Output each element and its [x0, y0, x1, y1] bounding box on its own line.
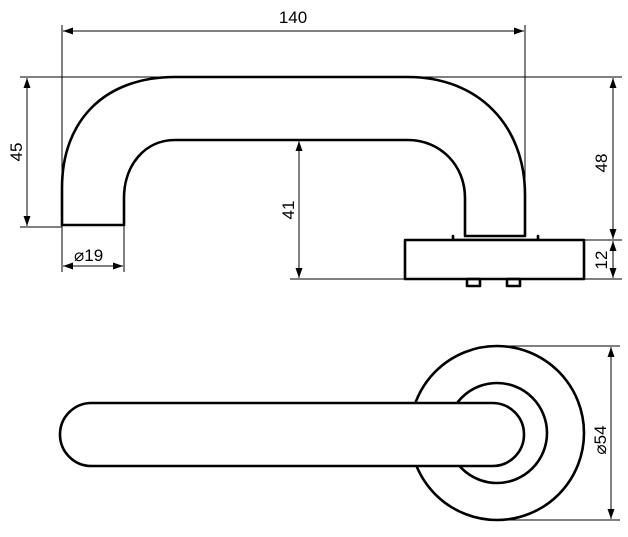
- label-grip-diameter: 19: [84, 246, 103, 265]
- dimension-handle-height: 45: [7, 76, 175, 228]
- label-rose-height: 12: [592, 251, 611, 270]
- label-total-height: 48: [592, 154, 611, 173]
- dimension-inner-height: 41: [279, 141, 405, 280]
- dimension-overall-length: 140: [61, 8, 526, 225]
- label-handle-height: 45: [7, 143, 26, 162]
- dimension-total-height: 48: [408, 76, 622, 241]
- spindle-stub-left: [465, 277, 482, 288]
- dimension-rose-height: 12: [584, 241, 622, 280]
- side-view: [60, 75, 586, 288]
- spindle-stub-right: [505, 277, 522, 288]
- diameter-symbol-rose: ⌀: [591, 444, 610, 454]
- lever-top-view: [58, 401, 526, 468]
- label-overall-length: 140: [279, 8, 307, 27]
- top-view: [58, 344, 586, 522]
- label-inner-height: 41: [279, 201, 298, 220]
- svg-text:⌀54: ⌀54: [591, 425, 610, 454]
- dimension-rose-diameter: ⌀54: [497, 345, 620, 521]
- diameter-symbol-grip: ⌀: [74, 246, 84, 265]
- svg-text:⌀19: ⌀19: [74, 246, 103, 265]
- dimension-grip-diameter: ⌀19: [61, 225, 125, 272]
- handle-outline: [60, 75, 527, 238]
- rose-side: [403, 238, 586, 281]
- label-rose-diameter: 54: [591, 425, 610, 444]
